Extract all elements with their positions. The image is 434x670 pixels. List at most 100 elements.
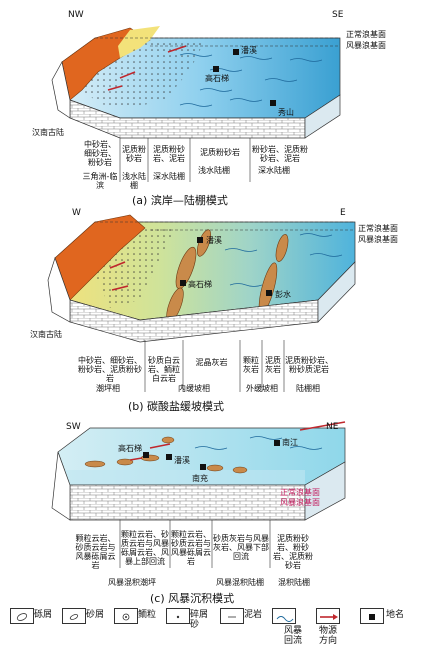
panel-a-facies-shallow: 浅水陆棚 bbox=[198, 166, 230, 175]
panel-a-right-face bbox=[304, 94, 341, 139]
panel-a-dotted-zone bbox=[82, 40, 205, 108]
panel-a-marker-panxi bbox=[233, 49, 239, 55]
mudstone-icon bbox=[220, 608, 244, 624]
panel-a-level-storm: 风暴浪基面 bbox=[346, 41, 386, 50]
panel-b-dir-right: E bbox=[340, 208, 346, 218]
panel-a-col5: 粉砂岩、泥质粉砂岩、泥岩 bbox=[252, 145, 308, 163]
panel-c-col5: 泥质粉砂岩、粉砂岩、泥质粉砂岩 bbox=[273, 534, 313, 570]
panel-b-facies1: 潮坪相 bbox=[96, 384, 120, 393]
place-name-icon bbox=[360, 608, 384, 624]
panel-c-dir-left: SW bbox=[66, 422, 81, 432]
panel-b-right-face bbox=[317, 261, 356, 323]
panel-a-dir-left: NW bbox=[68, 10, 84, 20]
panel-b-facies3: 外缓坡相 bbox=[246, 384, 278, 393]
panel-c-wave-lines bbox=[194, 436, 323, 450]
panel-a-block bbox=[51, 26, 341, 182]
panel-b-col6: 泥质粉砂岩、粉砂质泥岩 bbox=[285, 356, 333, 374]
panel-c-marker-nanjiang bbox=[274, 440, 280, 446]
panel-a-col3: 泥质粉砂岩、泥岩 bbox=[153, 145, 185, 163]
panel-a-loc-panxi: 潘溪 bbox=[241, 46, 257, 55]
panel-a-facies1: 三角洲-临滨 bbox=[82, 172, 118, 190]
sand-icon bbox=[62, 608, 86, 624]
panel-c-caption: (c) 风暴沉积模式 bbox=[150, 592, 235, 605]
panel-c-dir-right: NE bbox=[326, 422, 339, 432]
panel-a-cliff bbox=[51, 61, 71, 119]
panel-b-col3: 泥晶灰岩 bbox=[195, 358, 228, 367]
panel-b-provenance-arrows bbox=[109, 261, 129, 291]
panel-a-facies-deep: 深水陆棚 bbox=[258, 166, 290, 175]
panel-b-caption: (b) 碳酸盐缓坡模式 bbox=[128, 400, 225, 413]
panel-a-loc-gaoshiti: 高石梯 bbox=[205, 74, 229, 83]
panel-a-oldland: 汉南古陆 bbox=[32, 128, 64, 137]
panel-b-level-storm: 风暴浪基面 bbox=[358, 235, 398, 244]
legend-label-mudstone: 泥岩 bbox=[244, 610, 263, 620]
panel-b-loc-panxi: 潘溪 bbox=[206, 236, 222, 245]
panel-b-level-normal: 正常浪基面 bbox=[358, 224, 398, 233]
panel-b-shoal-4 bbox=[275, 234, 289, 262]
panel-b-loc-pengshui: 彭水 bbox=[275, 290, 291, 299]
panel-c-facies3: 混积陆棚 bbox=[278, 578, 310, 587]
panel-b-marker-panxi bbox=[197, 237, 203, 243]
panel-c-column-dividers bbox=[119, 520, 271, 568]
panel-b-column-dividers bbox=[144, 340, 285, 392]
ooid-icon bbox=[114, 608, 138, 624]
panel-c-level-storm: 风暴浪基面 bbox=[280, 498, 320, 507]
legend-label-provenance: 物源方向 bbox=[318, 626, 337, 646]
panel-c-level-normal: 正常浪基面 bbox=[280, 488, 320, 497]
panel-c-loc-nanjiang: 南江 bbox=[282, 438, 298, 447]
gravel-icon bbox=[10, 608, 34, 624]
panel-c-col4: 砂质灰岩与风暴灰岩、风暴下部回流 bbox=[213, 534, 269, 561]
provenance-arrow-icon bbox=[316, 608, 340, 624]
panel-b-dir-left: W bbox=[72, 208, 81, 218]
panel-a-provenance-arrows bbox=[107, 45, 187, 91]
panel-c-shoal-bodies bbox=[84, 436, 248, 474]
panel-b-wave-lines bbox=[224, 233, 343, 287]
panel-a-marker-gaoshiti bbox=[213, 66, 219, 72]
panel-b-loc-gaoshiti: 高石梯 bbox=[188, 280, 212, 289]
panel-c-loc-gaoshiti: 高石梯 bbox=[118, 444, 142, 453]
panel-b-marker-pengshui bbox=[266, 290, 272, 296]
panel-c-left-face bbox=[51, 451, 71, 521]
panel-a-facies2: 浅水陆棚 bbox=[122, 172, 146, 190]
panel-a-column-dividers bbox=[119, 138, 251, 182]
legend-label-ooid: 鲕粒 bbox=[138, 610, 157, 620]
panel-a-marker-xiushan bbox=[270, 100, 276, 106]
panel-a-facies3: 深水陆棚 bbox=[153, 172, 185, 181]
panel-b-marker-gaoshiti bbox=[180, 280, 186, 286]
panel-c-facies1: 风暴混积潮坪 bbox=[108, 578, 156, 587]
panel-b-cliff bbox=[47, 256, 71, 323]
panel-b-facies4: 陆棚相 bbox=[296, 384, 320, 393]
panel-b-block bbox=[47, 214, 356, 392]
panel-a-col2: 泥质粉砂岩 bbox=[122, 145, 146, 163]
panel-b-col5: 泥质灰岩 bbox=[265, 356, 281, 374]
panel-a-sand-zone bbox=[118, 26, 160, 58]
panel-c-col2: 颗粒云岩、砂质云岩与风暴砾屑云岩、风暴上部回流 bbox=[121, 530, 169, 566]
panel-c-loc-nanchong: 南充 bbox=[192, 474, 208, 483]
panel-b-col2: 砂质白云岩、鲕粒白云岩 bbox=[148, 356, 180, 383]
panel-c-block bbox=[51, 421, 346, 568]
panel-b-facies2: 内缓坡相 bbox=[178, 384, 210, 393]
panel-b-dotted-zone bbox=[95, 228, 175, 308]
panel-c-front-face bbox=[69, 484, 306, 521]
panel-c-right-face bbox=[304, 461, 346, 521]
panel-a-loc-xiushan: 秀山 bbox=[278, 108, 294, 117]
panel-a-caption: (a) 滨岸—陆棚模式 bbox=[132, 194, 228, 207]
panel-c-marker-nanchong bbox=[200, 464, 206, 470]
legend-label-place: 地名 bbox=[386, 610, 405, 620]
panel-c-lower-sea bbox=[58, 470, 305, 485]
legend-label-sand: 砂屑 bbox=[86, 610, 105, 620]
panel-b-col4: 颗粒灰岩 bbox=[243, 356, 259, 374]
panel-c-marker-gaoshiti bbox=[143, 452, 149, 458]
panel-c-loc-panxi: 潘溪 bbox=[174, 456, 190, 465]
panel-a-col4: 泥质粉砂岩 bbox=[200, 148, 240, 157]
panel-b-col1: 中砂岩、细砂岩、粉砂岩、泥质粉砂岩 bbox=[78, 356, 142, 383]
panel-c-col1: 颗粒云岩、砂质云岩与风暴砾屑云岩 bbox=[75, 534, 116, 570]
legend-label-gravel: 砾屑 bbox=[34, 610, 53, 620]
panel-c-facies2: 风暴混积陆棚 bbox=[216, 578, 264, 587]
legend-label-storm-reflux: 风暴回流 bbox=[283, 626, 302, 646]
clastic-sand-icon bbox=[166, 608, 190, 624]
panel-a-col1: 中砂岩、细砂岩、粉砂岩 bbox=[84, 140, 116, 167]
storm-reflux-icon bbox=[272, 608, 296, 624]
panel-c-marker-panxi bbox=[166, 454, 172, 460]
